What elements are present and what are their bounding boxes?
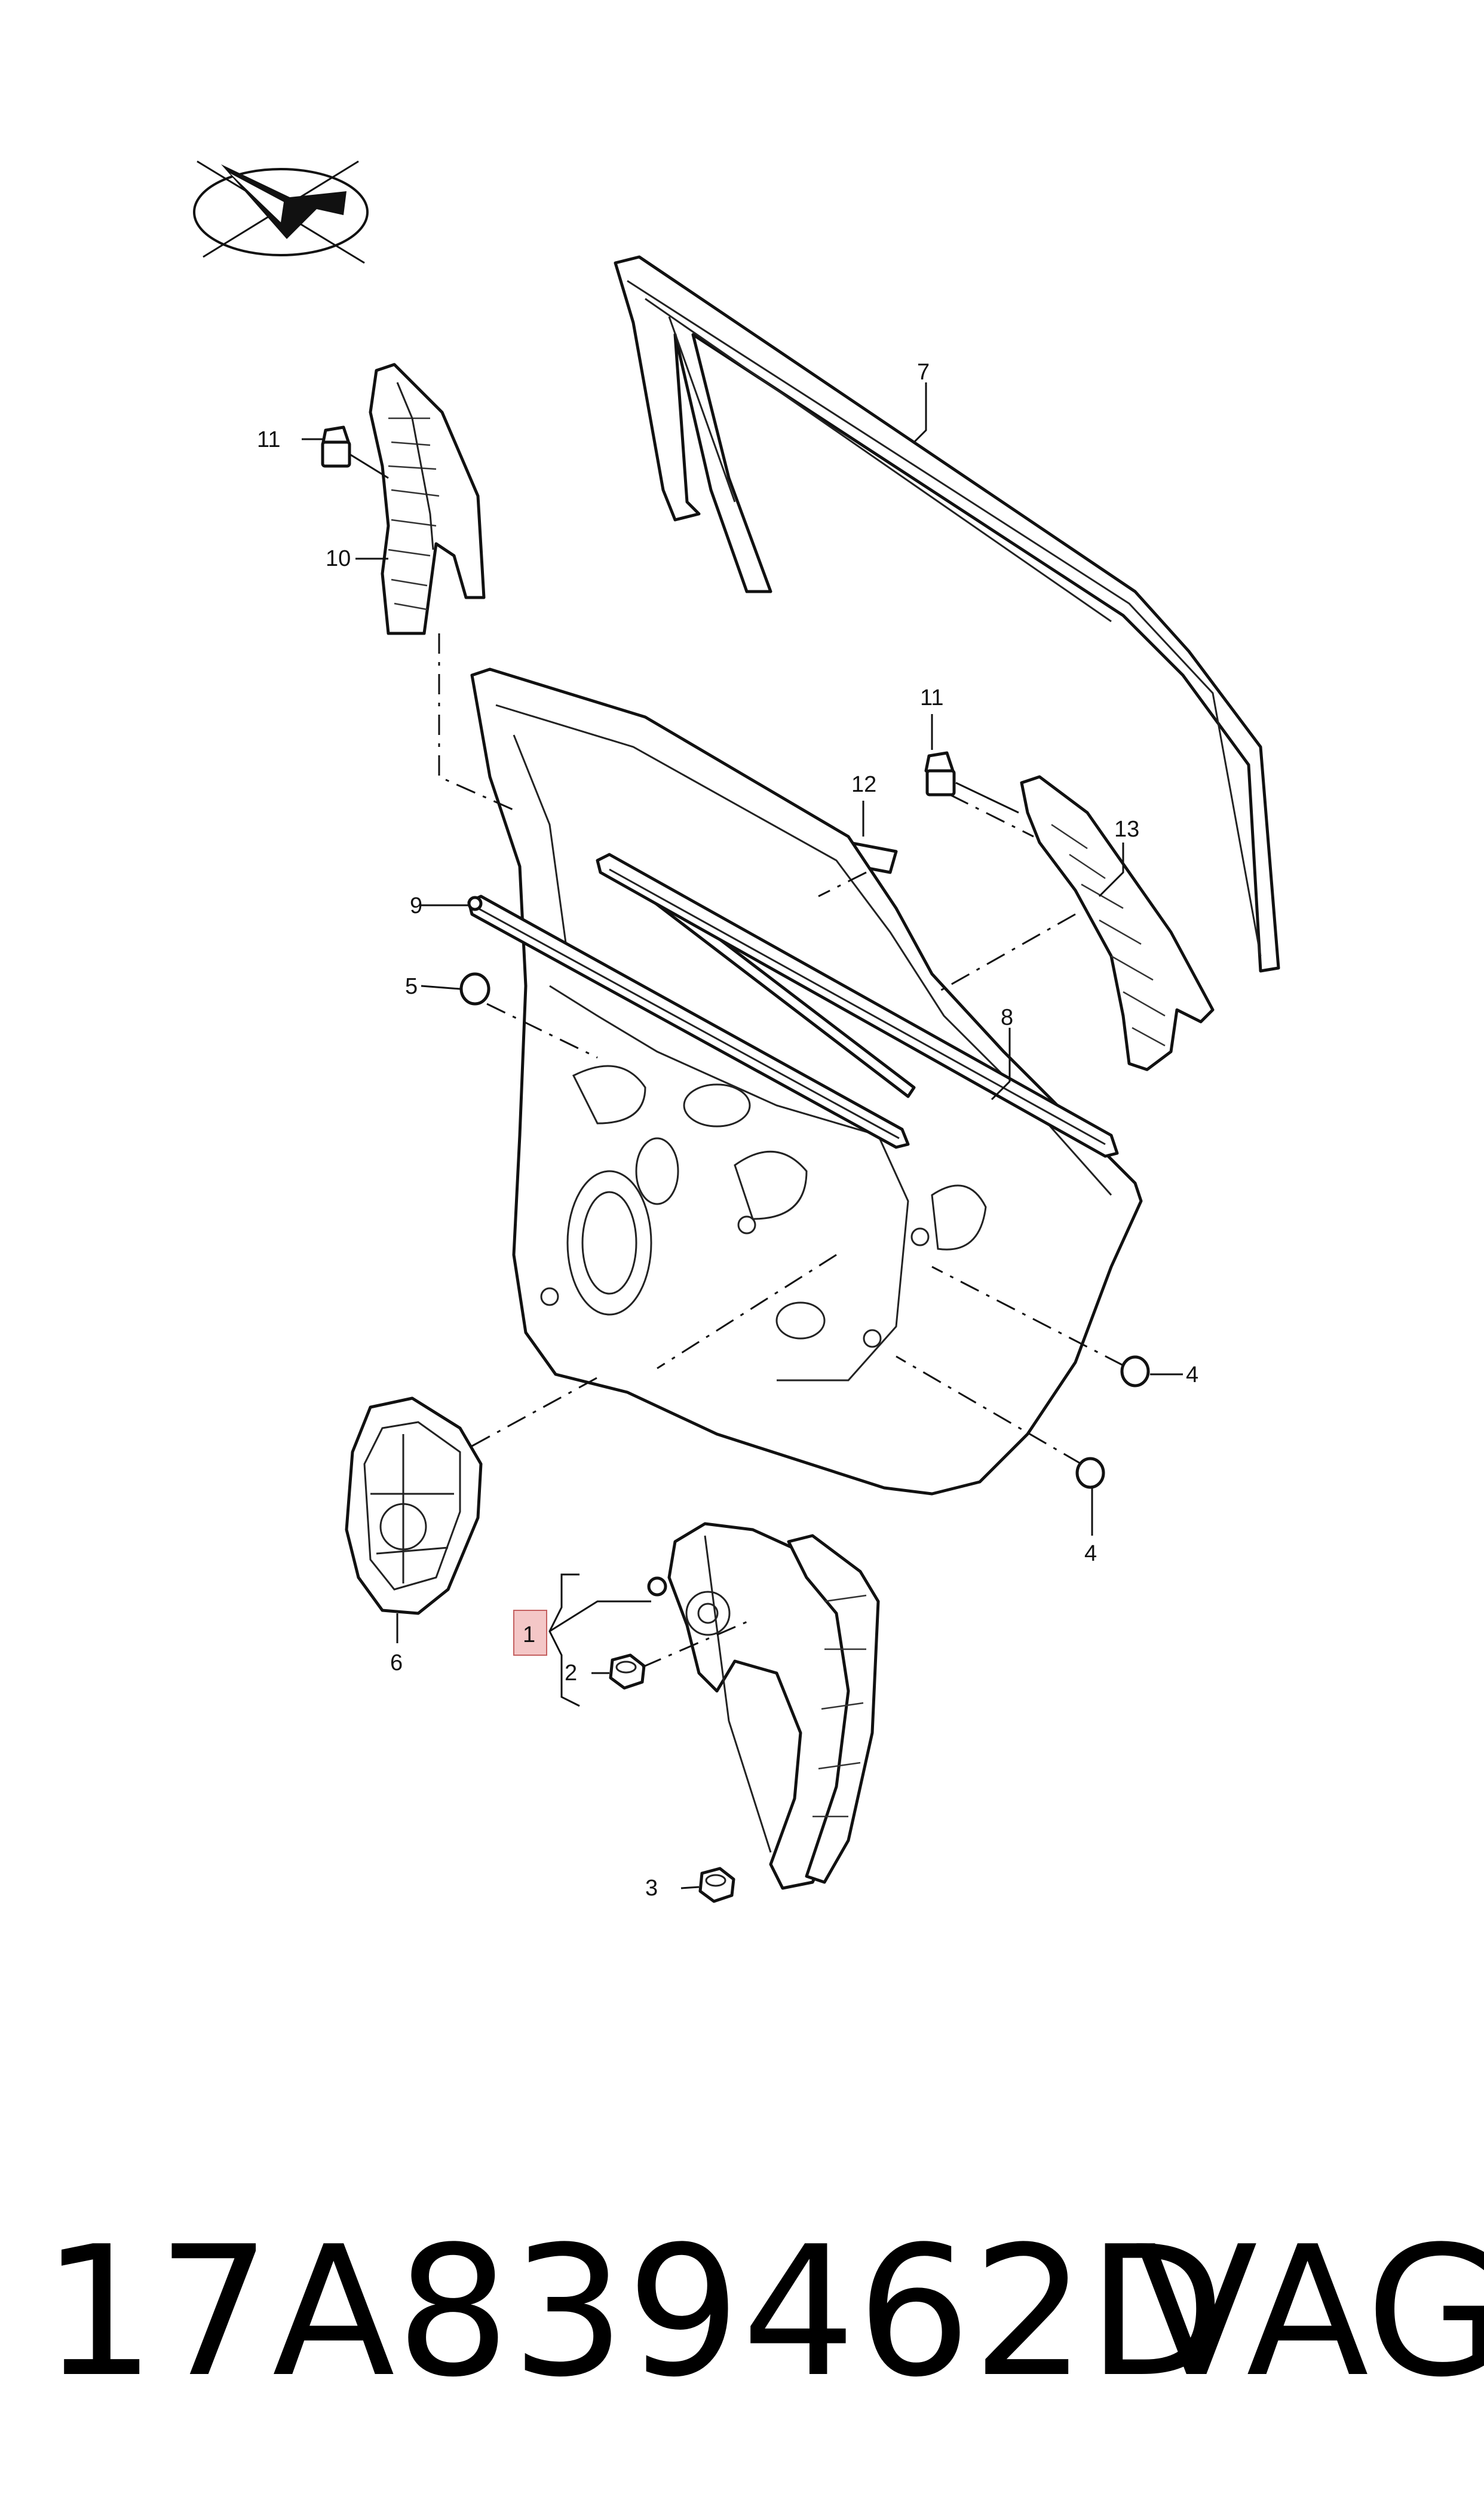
brand-name: VAG [1135,2208,1484,2416]
callout-4-lower: 4 [1084,1541,1097,1566]
callout-7: 7 [917,360,930,385]
window-regulator-part-1 [647,1522,880,1890]
callout-4-upper: 4 [1186,1362,1198,1387]
part-number: 17A839462D [42,2208,1227,2416]
grommet-part-4-upper [1120,1355,1150,1387]
callout-8: 8 [1001,1005,1013,1030]
grommet-part-5 [459,972,490,1006]
window-seal-part-7 [614,255,1280,973]
speaker-cover-part-6 [345,1396,483,1615]
callout-1: 1 [523,1622,535,1647]
clip-part-11-right [924,751,956,797]
belt-seal-part-9 [467,895,910,1149]
callout-3: 3 [645,1876,658,1901]
assembly-lines [438,633,1124,1668]
callout-10: 10 [326,546,351,571]
callout-11-right: 11 [920,685,943,710]
callout-6: 6 [390,1650,403,1675]
callout-13: 13 [1114,817,1139,842]
callout-11-left: 11 [257,427,280,452]
callout-1-highlight [513,1610,547,1656]
nut-part-2 [609,1653,646,1690]
clip-part-11-left [321,425,351,468]
callout-12: 12 [851,772,876,797]
callout-2: 2 [565,1661,577,1686]
callout-9: 9 [410,893,422,918]
grommet-part-4-lower [1075,1457,1105,1489]
nut-part-3 [698,1867,735,1903]
orientation-arrow-icon [193,160,369,264]
belt-seal-part-8 [596,853,1119,1158]
pillar-trim-part-10 [369,363,486,635]
trim-part-13 [1020,775,1215,1071]
callout-5: 5 [405,974,418,999]
leader-lines [302,382,1183,1889]
